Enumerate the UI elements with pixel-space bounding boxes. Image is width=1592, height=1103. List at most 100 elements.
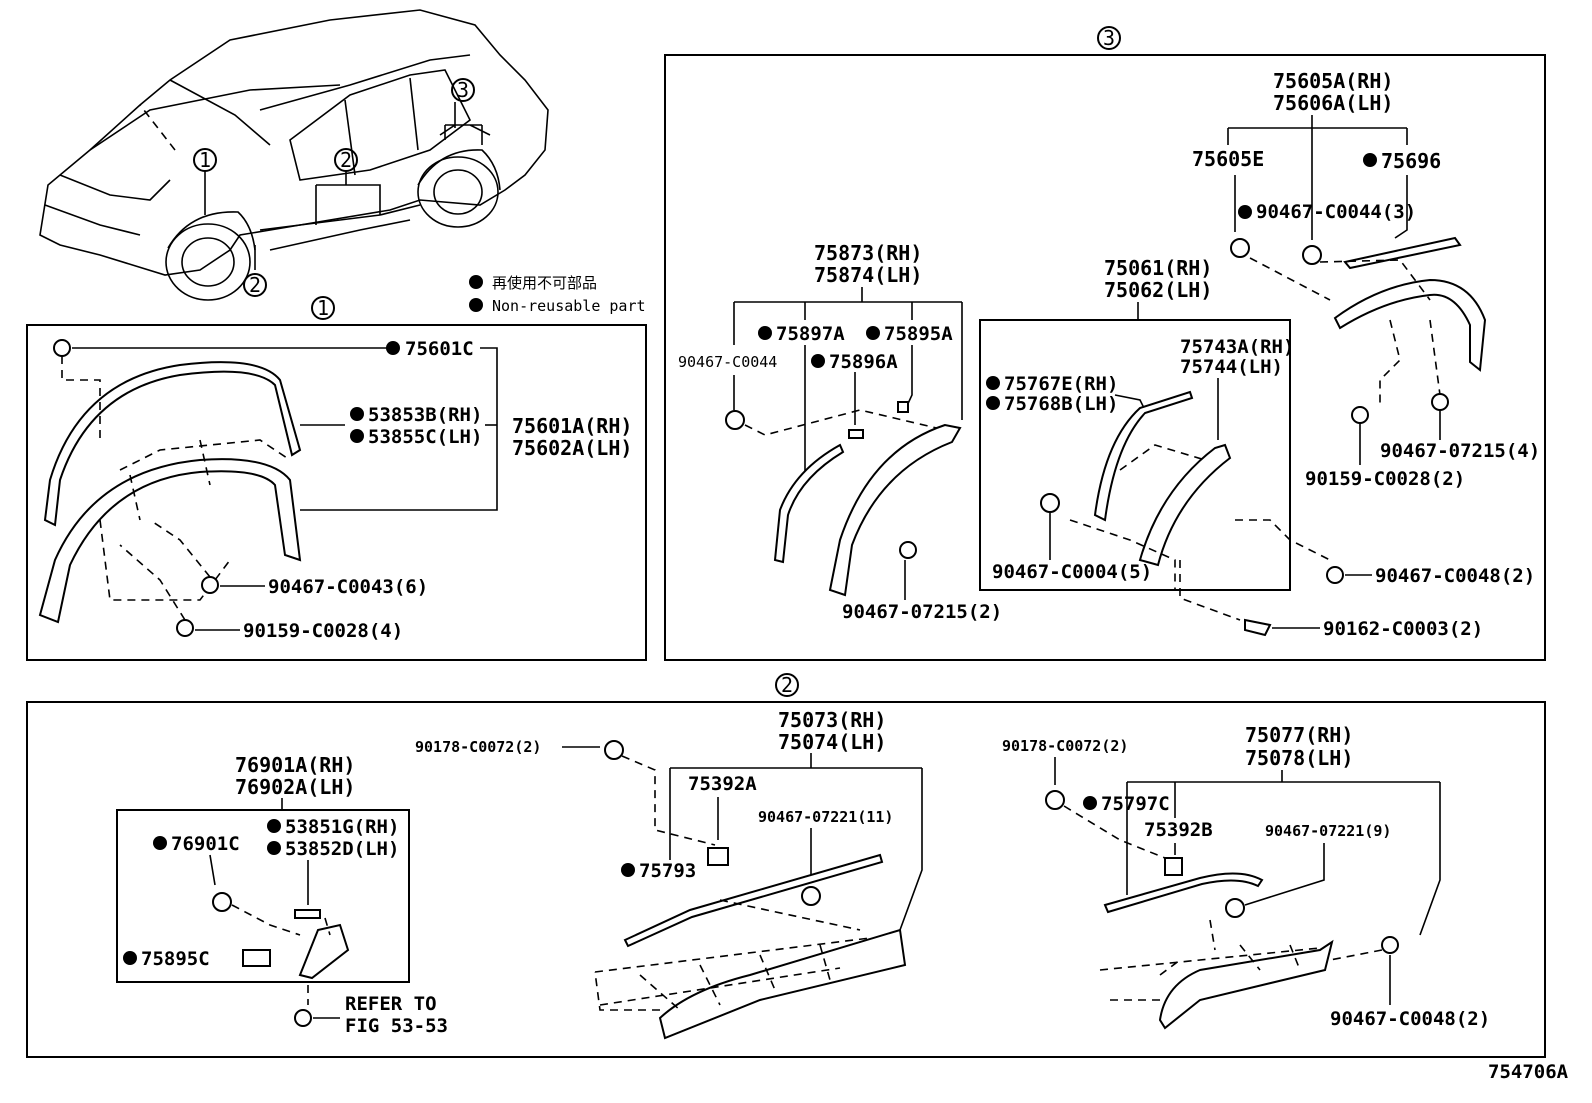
overview-callout-3-text: 3 [457,78,469,102]
section-2-number [775,673,799,697]
bullet-icon [267,819,281,833]
clip-icon [1045,790,1065,810]
clip-icon [1431,393,1449,411]
tape-piece [848,429,864,439]
bullet-icon [350,429,364,443]
rocker-panel [658,928,907,1040]
vehicle-overview: 1 2 2 3 [39,9,549,301]
flare-strip-lower [1093,390,1194,522]
label-75897A: 75897A [776,323,845,345]
clip-icon [707,847,729,866]
refer-to-line1: REFER TO [345,993,437,1015]
pad-piece [242,949,271,967]
label-75601A: 75601A(RH) [512,414,632,438]
label-90467-07221-11: 90467-07221(11) [758,808,893,826]
label-75602A: 75602A(LH) [512,436,632,460]
label-75874: 75874(LH) [814,263,922,287]
tape-piece [897,401,909,413]
section-3-number-text: 3 [1103,26,1115,50]
label-75768B: 75768B(LH) [1004,393,1118,415]
label-76901A: 76901A(RH) [235,753,355,777]
clip-icon [1225,898,1245,918]
rocker-strip [623,853,884,948]
overview-callout-3 [451,78,475,102]
label-75061: 75061(RH) [1104,256,1212,280]
overview-callout-2a [334,148,358,172]
section-1: 1 75601C 53853B(RH) 53855C(LH) 75601A(RH… [26,296,647,661]
rocker-strip-rear [1103,872,1264,914]
overview-callout-1-text: 1 [199,148,211,172]
label-90467-07215-4: 90467-07215(4) [1380,440,1540,462]
label-75744: 75744(LH) [1180,356,1283,378]
overview-callout-1 [193,148,217,172]
label-90467-C0004-5: 90467-C0004(5) [992,561,1152,583]
bullet-icon [267,841,281,855]
label-75077: 75077(RH) [1245,723,1353,747]
clip-icon [1326,566,1344,584]
tape-piece [294,909,321,919]
label-75605E: 75605E [1192,147,1264,171]
legend: 再使用不可部品 Non-reusable part [469,274,646,315]
section-3-frame [664,54,1546,661]
flare-strip [1343,236,1462,270]
label-90467-07221-9: 90467-07221(9) [1265,822,1391,840]
label-90159-C0028: 90159-C0028(4) [243,620,403,642]
label-90467-07215-2: 90467-07215(2) [842,601,1002,623]
clip-icon [1164,857,1183,876]
section-3-number [1097,26,1121,50]
label-53852D: 53852D(LH) [285,838,399,860]
clip-icon [201,576,219,594]
label-90178-C0072-b: 90178-C0072(2) [1002,737,1128,755]
fender-molding-strip [43,361,302,527]
label-75392B: 75392B [1144,819,1213,841]
label-76901C: 76901C [171,833,240,855]
label-53855C: 53855C(LH) [368,426,482,448]
label-75895C: 75895C [141,948,210,970]
clip-icon [212,892,232,912]
overview-callout-2b-text: 2 [249,273,261,297]
label-53851G: 53851G(RH) [285,816,399,838]
legend-en: Non-reusable part [492,297,646,315]
label-75073: 75073(RH) [778,708,886,732]
weatherstrip [773,443,845,564]
bullet-icon [386,341,400,355]
overview-callout-2b [243,273,267,297]
clip-icon [604,740,624,760]
figure-code: 754706A [1488,1061,1569,1083]
screw-icon [1351,406,1369,424]
label-75062: 75062(LH) [1104,278,1212,302]
section-3: 3 75605A(RH) 75606A(LH) 75605E 75696 904… [664,26,1546,661]
label-75793: 75793 [639,860,696,882]
legend-jp: 再使用不可部品 [492,274,597,292]
clip-icon [801,886,821,906]
section-2-subframe [116,809,410,983]
label-75797C: 75797C [1101,793,1170,815]
screw-icon [294,1009,312,1027]
bullet-icon [469,275,483,289]
section-1-number [311,296,335,320]
mudguard-bracket [298,923,350,980]
clip-icon [1040,493,1060,513]
clip-icon [1302,245,1322,265]
rear-flare-lower [1138,443,1232,567]
section-2-frame [26,701,1546,1058]
label-76902A: 76902A(LH) [235,775,355,799]
bullet-icon [986,376,1000,390]
label-90467-C0048-2: 90467-C0048(2) [1375,565,1535,587]
bullet-icon [350,407,364,421]
bullet-icon [1083,796,1097,810]
clip-icon [53,339,71,357]
bullet-icon [153,836,167,850]
label-75696: 75696 [1381,149,1441,173]
screw-icon [176,619,194,637]
rear-fender-flare [1333,278,1487,372]
arch-liner [828,423,962,597]
label-90162-C0003-2: 90162-C0003(2) [1323,618,1483,640]
bullet-icon [469,298,483,312]
label-75606A: 75606A(LH) [1273,91,1393,115]
label-75743A: 75743A(RH) [1180,336,1294,358]
label-53853B: 53853B(RH) [368,404,482,426]
clip-icon [1381,936,1399,954]
refer-to-line2: FIG 53-53 [345,1015,448,1037]
label-75895A: 75895A [884,323,953,345]
